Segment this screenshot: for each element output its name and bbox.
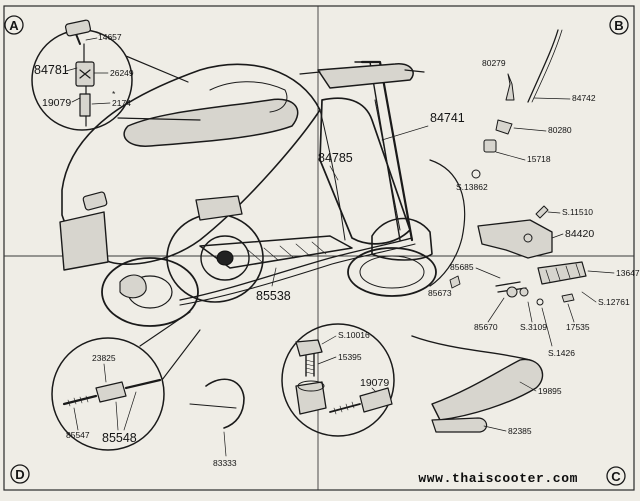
part-label-84741: 84741 (430, 111, 465, 125)
part-label-15395: 15395 (338, 352, 362, 362)
front-cable-loop (429, 159, 466, 287)
part-label-14657: 14657 (98, 32, 122, 42)
part-label-13647: 13647 (616, 268, 640, 278)
rear-lamp-lens (82, 191, 108, 211)
part-label-19895: 19895 (538, 386, 562, 396)
part-label-s10016: S.10016 (338, 330, 370, 340)
part-label-82385: 82385 (508, 426, 532, 436)
handlebar-grips (299, 69, 425, 75)
front-wheel (347, 247, 437, 297)
part-80280-nut (495, 119, 513, 135)
part-label-85547: 85547 (66, 430, 90, 440)
part-label-s13862: S.13862 (456, 182, 488, 192)
part-17535-pin (561, 293, 575, 303)
part-85673-pin (449, 275, 461, 289)
detail-d-circle (51, 311, 201, 451)
part-label-85548: 85548 (102, 431, 137, 445)
floor-hatching (247, 241, 327, 263)
scooter-illustration (59, 60, 437, 327)
part-label-26249: 26249 (110, 68, 134, 78)
corner-label-c: C (611, 469, 621, 484)
part-label-84742: 84742 (572, 93, 596, 103)
part-label-23825: 23825 (92, 353, 116, 363)
brake-cable-run (179, 243, 416, 306)
corner-label-a: A (9, 18, 19, 33)
part-label-s12761: S.12761 (598, 297, 630, 307)
rear-wheel (101, 257, 199, 327)
gear-cable-run (179, 237, 413, 301)
part-13647-pad (537, 261, 587, 285)
part-82385-clamp (431, 417, 488, 433)
part-label-s3109: S.3109 (520, 322, 547, 332)
part-label-84781: 84781 (34, 63, 69, 77)
part-label-s11510: S.11510 (562, 207, 593, 217)
front-brake-cable-run (374, 99, 401, 231)
corner-marker-d: D (10, 464, 30, 484)
part-19695-rod (411, 335, 531, 361)
part-label-85673: 85673 (428, 288, 452, 298)
part-84420-bracket (477, 219, 553, 259)
part-label-84420: 84420 (565, 228, 594, 240)
detail-a-circle (31, 19, 201, 131)
front-rim (359, 255, 425, 289)
part-83333-clip (205, 378, 245, 429)
part-label-80279: 80279 (482, 58, 506, 68)
part-label-84785: 84785 (318, 151, 353, 165)
part-80279-bolt (505, 73, 515, 101)
steering-column-inner (354, 61, 401, 241)
rear-brake-lever (119, 274, 147, 299)
cable-84742-drawing (527, 29, 563, 103)
sheet-border (3, 5, 635, 491)
corner-marker-b: B (609, 15, 629, 35)
part-label-2174-mark: * (112, 89, 116, 99)
carburettor-box (195, 195, 243, 221)
part-label-17535: 17535 (566, 322, 590, 332)
part-83333-cable (189, 403, 237, 409)
part-label-83333: 83333 (213, 458, 237, 468)
part-label-19079-upper: 19079 (42, 97, 71, 109)
corner-marker-c: C (606, 466, 626, 486)
part-label-19079-lower: 19079 (360, 377, 389, 389)
part-s1426-washer (536, 298, 544, 306)
part-label-85538: 85538 (256, 289, 291, 303)
flywheel-hub (216, 250, 234, 266)
part-19695-lever (431, 358, 544, 421)
tail-light (59, 211, 109, 271)
part-label-2174: 2174 (112, 98, 131, 108)
front-fender (371, 217, 433, 261)
corner-marker-a: A (4, 15, 24, 35)
seat-back (209, 81, 288, 113)
part-s13862-washer (471, 169, 481, 179)
seat (123, 98, 299, 147)
rear-cowl (61, 63, 321, 265)
part-label-s1426: S.1426 (548, 348, 575, 358)
corner-label-b: B (614, 18, 623, 33)
part-label-80280: 80280 (548, 125, 572, 135)
part-label-15718: 15718 (527, 154, 551, 164)
throttle-cable-run (319, 109, 346, 241)
part-15718-ferrule (483, 139, 497, 153)
handlebar (317, 63, 414, 89)
detail-c-circle (281, 323, 395, 437)
flywheel (200, 235, 250, 281)
part-label-85685: 85685 (450, 262, 474, 272)
part-s11510-screw (535, 205, 549, 219)
part-label-85670: 85670 (474, 322, 498, 332)
website-watermark: www.thaiscooter.com (418, 471, 578, 486)
corner-label-d: D (15, 467, 24, 482)
